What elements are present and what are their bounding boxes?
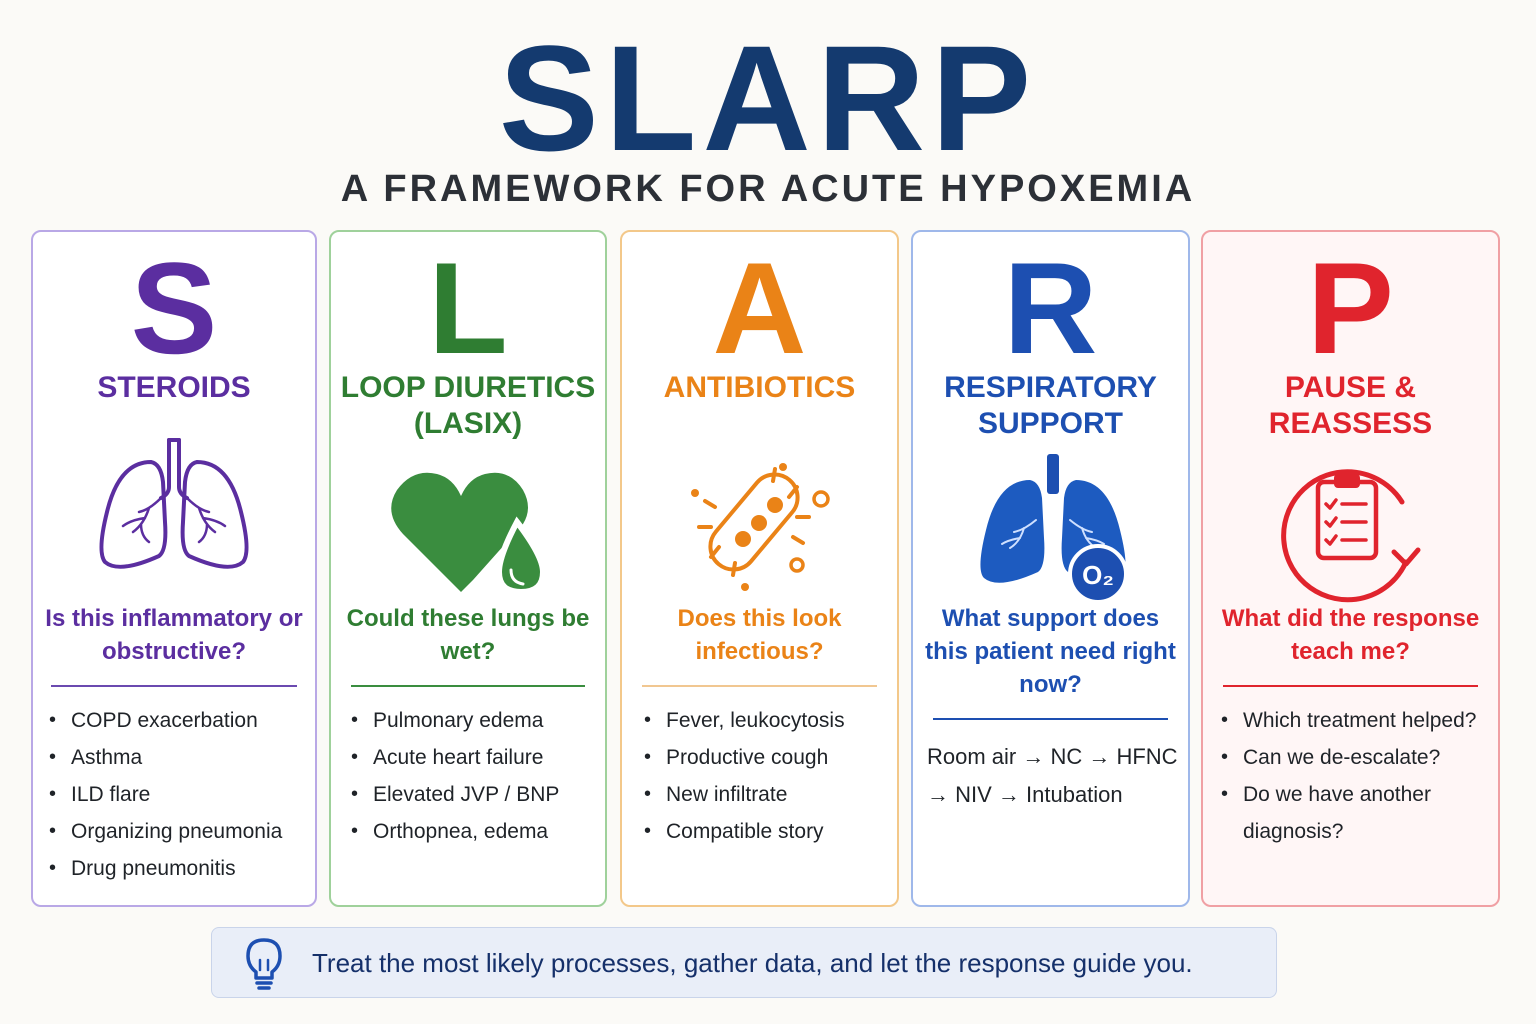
card-name: ANTIBIOTICS — [663, 371, 856, 404]
card-question: What support does this patient need righ… — [925, 605, 1176, 698]
lungs-icon — [99, 438, 249, 569]
list-item: Fever, leukocytosis — [642, 702, 889, 739]
card-name: PAUSE & REASSESS — [1268, 371, 1433, 440]
divider — [51, 685, 297, 687]
card-bullets: Which treatment helped? Can we de-escala… — [1219, 702, 1490, 850]
clipboard-cycle-icon — [1280, 469, 1420, 603]
lungs-oxygen-icon: O₂ — [979, 454, 1128, 604]
card-loop-diuretics: L LOOP DIURETICS (LASIX) Could these lun… — [329, 230, 607, 907]
card-name: STEROIDS — [97, 371, 251, 404]
divider — [351, 685, 585, 687]
card-letter: A — [712, 235, 807, 381]
page-subtitle: A FRAMEWORK FOR ACUTE HYPOXEMIA — [340, 168, 1196, 210]
card-letter: R — [1003, 235, 1098, 381]
support-escalation: Room air → NC → HFNC → NIV → Intubation — [927, 744, 1178, 807]
list-item: Elevated JVP / BNP — [349, 776, 597, 813]
footer-text: Treat the most likely processes, gather … — [312, 948, 1193, 978]
divider — [933, 718, 1168, 720]
list-item: New infiltrate — [642, 776, 889, 813]
oxygen-label: O₂ — [1082, 560, 1114, 590]
card-question: Could these lungs be wet? — [346, 605, 590, 665]
card-name: RESPIRATORY SUPPORT — [944, 371, 1157, 440]
divider — [1223, 685, 1478, 687]
card-bullets: Pulmonary edema Acute heart failure Elev… — [349, 702, 597, 850]
list-item: Can we de-escalate? — [1219, 739, 1490, 776]
list-item: Orthopnea, edema — [349, 813, 597, 850]
card-question: What did the response teach me? — [1221, 605, 1480, 665]
page-title: SLARP — [498, 14, 1038, 182]
heart-droplet-icon — [391, 472, 547, 596]
card-letter: P — [1307, 235, 1394, 381]
card-antibiotics: A ANTIBIOTICS Does this look infectious?… — [620, 230, 899, 907]
card-letter: L — [428, 235, 508, 381]
list-item: COPD exacerbation — [47, 702, 307, 739]
list-item: Compatible story — [642, 813, 889, 850]
card-letter: S — [130, 235, 218, 381]
list-item: Do we have another diagnosis? — [1219, 776, 1490, 850]
bacteria-icon — [690, 463, 830, 591]
list-item: Which treatment helped? — [1219, 702, 1490, 739]
list-item: ILD flare — [47, 776, 307, 813]
card-name: LOOP DIURETICS (LASIX) — [340, 371, 596, 440]
card-pause-reassess: P PAUSE & REASSESS What did the response… — [1201, 230, 1500, 907]
card-question: Is this inflammatory or obstructive? — [45, 605, 303, 665]
list-item: Productive cough — [642, 739, 889, 776]
list-item: Drug pneumonitis — [47, 850, 307, 887]
divider — [642, 685, 877, 687]
lightbulb-icon — [246, 938, 282, 990]
card-steroids: S STEROIDS Is this inflammatory or obstr… — [31, 230, 317, 907]
list-item: Asthma — [47, 739, 307, 776]
footer-banner: Treat the most likely processes, gather … — [211, 927, 1277, 998]
card-bullets: Fever, leukocytosis Productive cough New… — [642, 702, 889, 850]
card-respiratory-support: R RESPIRATORY SUPPORT O₂ What support do… — [911, 230, 1190, 907]
list-item: Pulmonary edema — [349, 702, 597, 739]
card-bullets: COPD exacerbation Asthma ILD flare Organ… — [47, 702, 307, 887]
list-item: Organizing pneumonia — [47, 813, 307, 850]
list-item: Acute heart failure — [349, 739, 597, 776]
card-question: Does this look infectious? — [677, 605, 842, 665]
